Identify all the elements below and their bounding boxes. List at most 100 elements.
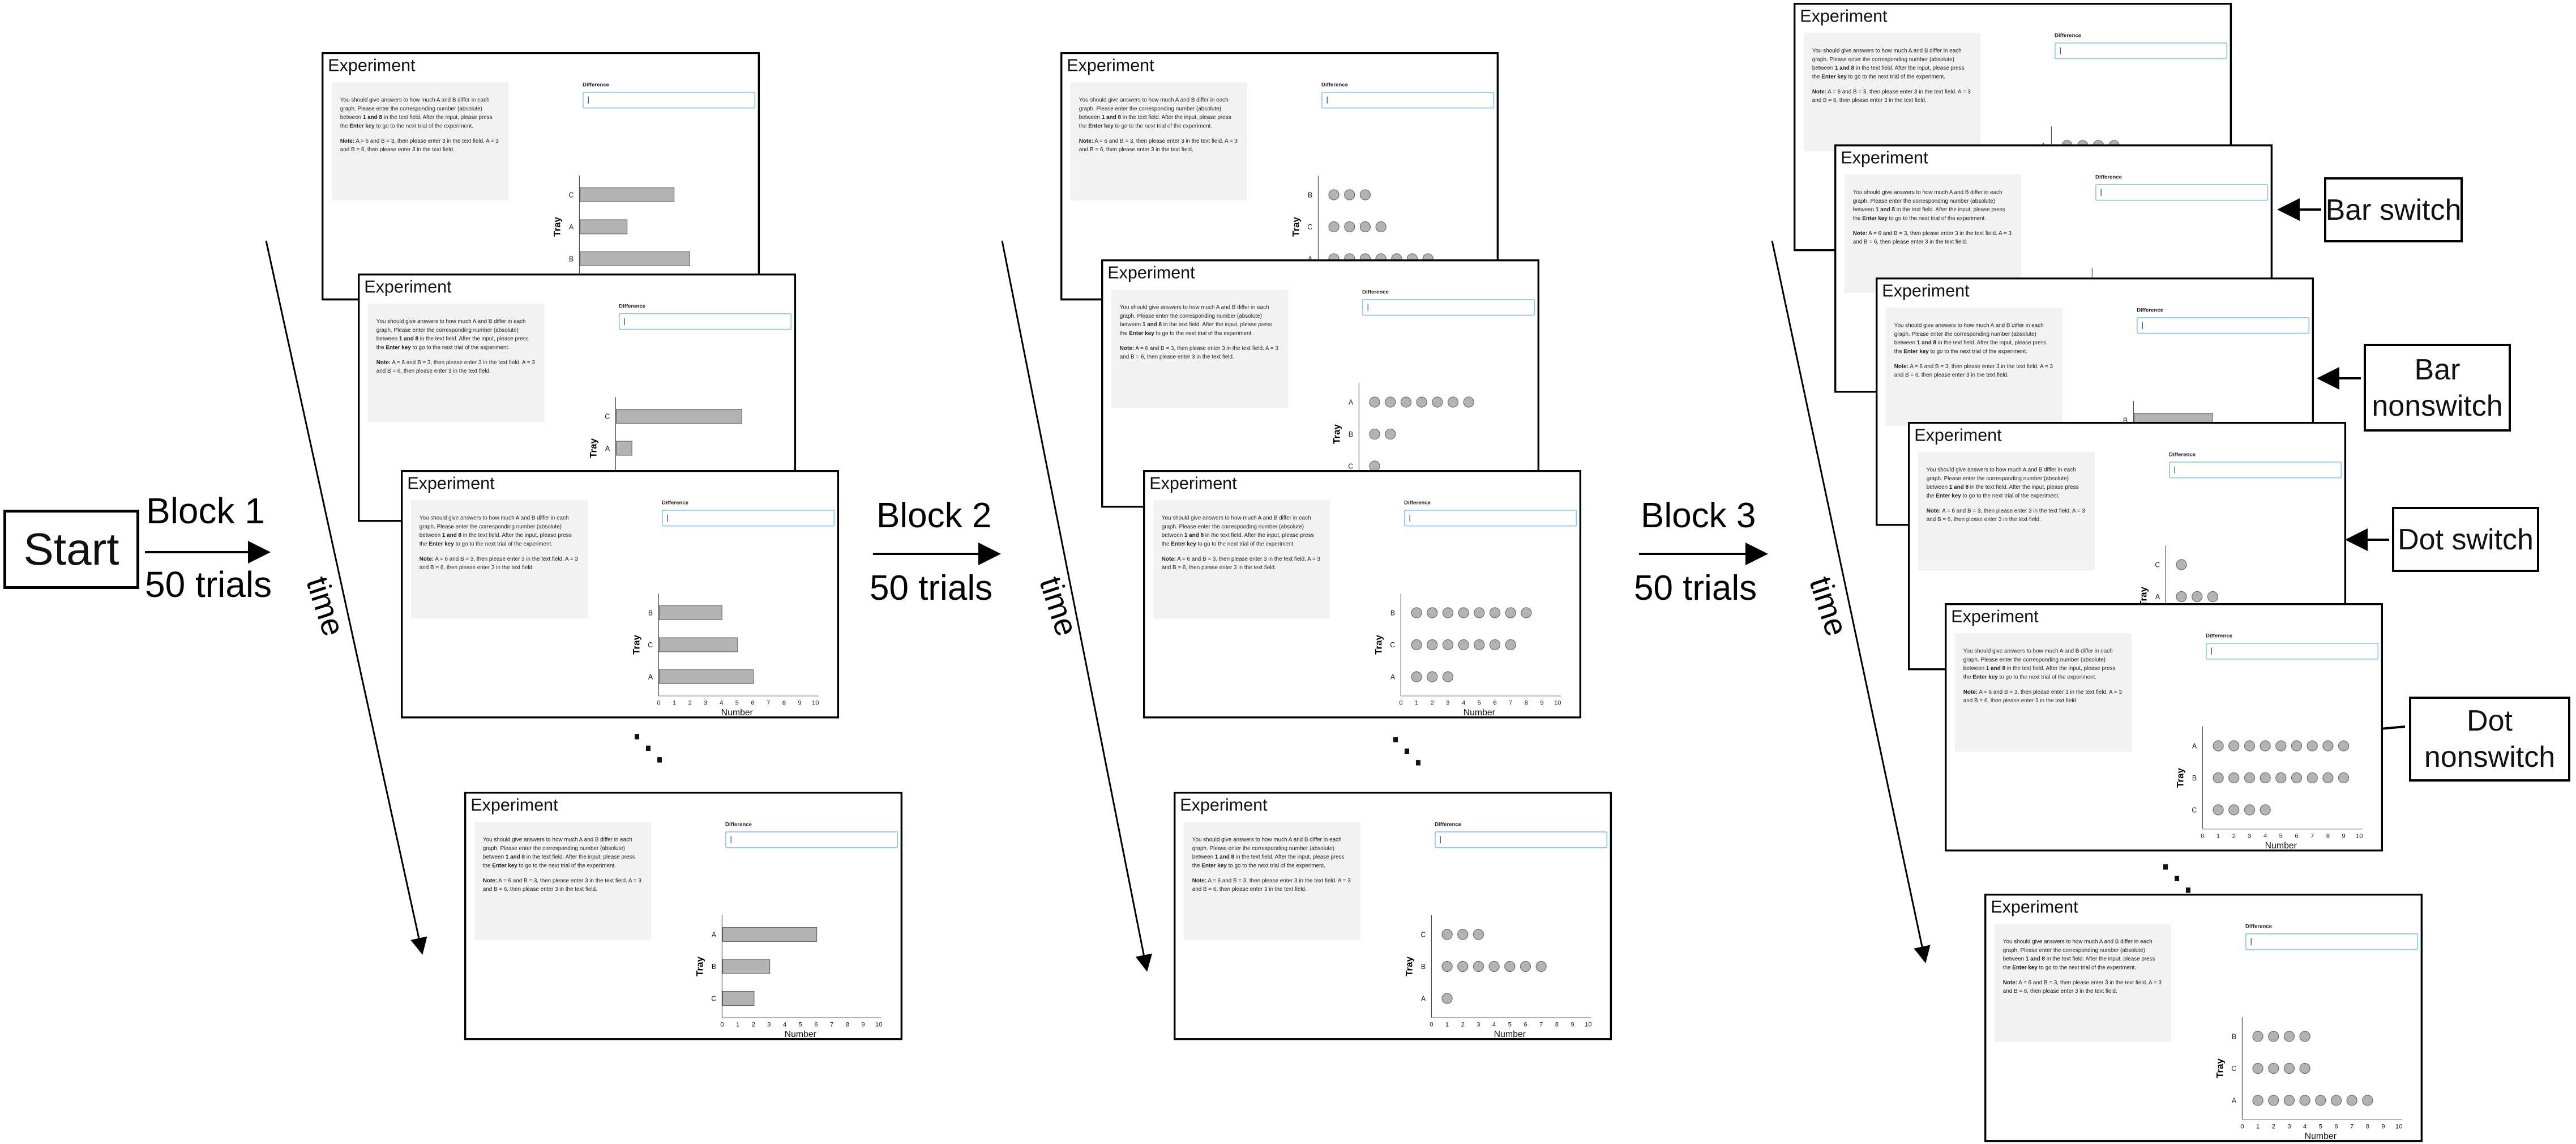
difference-label: Difference — [725, 821, 752, 827]
instruction-part-2: in the text field. After the input, plea… — [1161, 532, 1314, 547]
instruction-panel: You should give answers to how much A an… — [332, 82, 508, 201]
bar-mark — [579, 187, 675, 202]
difference-input[interactable] — [583, 92, 756, 109]
note-bold: Note: — [1192, 877, 1207, 884]
x-tick-label: 4 — [2303, 1124, 2307, 1130]
instruction-range: 1 and 8 — [399, 335, 418, 342]
x-tick-label: 5 — [2279, 833, 2283, 840]
dot-mark — [1488, 961, 1500, 972]
instruction-range: 1 and 8 — [1916, 339, 1936, 346]
difference-input[interactable] — [662, 510, 835, 527]
tray-label: A — [569, 223, 574, 231]
instruction-text: You should give answers to how much A an… — [340, 96, 500, 130]
difference-input[interactable] — [2095, 184, 2269, 201]
screen-title: Experiment — [1882, 281, 1970, 301]
difference-input[interactable] — [1321, 92, 1495, 109]
instruction-panel: You should give answers to how much A an… — [1918, 452, 2095, 571]
dot-mark — [1457, 929, 1469, 940]
tray-label: A — [1349, 399, 1354, 407]
x-tick-label: 8 — [2326, 833, 2330, 840]
dot-mark — [2244, 772, 2256, 784]
screen-title: Experiment — [1914, 425, 2002, 445]
dot-mark — [2176, 559, 2187, 570]
start-box: Start — [3, 510, 139, 589]
instruction-part-1: You should give answers to how much A an… — [1812, 47, 1962, 71]
instruction-panel: You should give answers to how much A an… — [411, 500, 588, 619]
dot-mark — [1328, 221, 1340, 233]
dot-mark — [2228, 772, 2240, 784]
note-body: A = 6 and B = 3, then please enter 3 in … — [1852, 229, 2012, 245]
dot-mark — [2268, 1031, 2279, 1042]
x-tick-label: 10 — [2395, 1124, 2403, 1130]
instruction-part-1: You should give answers to how much A an… — [419, 514, 569, 539]
dot-mark — [1385, 396, 1396, 408]
difference-input[interactable] — [2055, 42, 2228, 59]
y-axis-label: Tray — [1290, 216, 1301, 236]
instruction-panel: You should give answers to how much A an… — [474, 822, 651, 941]
difference-input[interactable] — [2137, 317, 2310, 334]
tray-label: C — [568, 191, 574, 199]
start-label: Start — [23, 524, 119, 574]
x-tick-label: 0 — [1430, 1022, 1433, 1028]
tray-label: B — [1308, 191, 1312, 199]
difference-input[interactable] — [1404, 510, 1577, 527]
tray-label: A — [712, 931, 717, 939]
x-tick-label: 6 — [2295, 833, 2298, 840]
instruction-enter-key: Enter key — [1129, 330, 1154, 336]
note-body: A = 6 and B = 3, then please enter 3 in … — [340, 137, 499, 153]
dot-mark — [2315, 1095, 2326, 1106]
screen-title: Experiment — [1841, 148, 1928, 168]
note-body: A = 6 and B = 3, then please enter 3 in … — [1812, 88, 1971, 104]
difference-input[interactable] — [619, 313, 792, 330]
instruction-enter-key: Enter key — [1862, 215, 1888, 221]
x-tick-label: 3 — [2287, 1124, 2291, 1130]
difference-input[interactable] — [2245, 933, 2419, 950]
x-tick-label: 7 — [767, 700, 770, 707]
dot-mark — [2291, 740, 2303, 752]
dot-mark — [1359, 189, 1371, 200]
dot-mark — [2176, 591, 2187, 603]
dot-mark — [2260, 740, 2271, 752]
note-text: Note: A = 6 and B = 3, then please enter… — [1812, 87, 1972, 105]
note-bold: Note: — [482, 877, 498, 884]
screen-title: Experiment — [1149, 473, 1237, 493]
dot-mark — [1411, 607, 1422, 618]
note-bold: Note: — [2002, 979, 2018, 986]
x-tick-label: 4 — [2263, 833, 2267, 840]
dot-mark — [2228, 740, 2240, 752]
tray-label: C — [2192, 806, 2197, 814]
dot-mark — [1442, 607, 1454, 618]
difference-input[interactable] — [2206, 643, 2379, 660]
difference-input[interactable] — [725, 831, 898, 848]
instruction-range: 1 and 8 — [1142, 321, 1162, 328]
note-bold: Note: — [1894, 362, 1909, 370]
instruction-range: 1 and 8 — [505, 853, 525, 860]
x-tick-label: 2 — [1431, 700, 1434, 707]
difference-label: Difference — [619, 302, 646, 309]
difference-input[interactable] — [1362, 299, 1535, 316]
instruction-part-3: to go to the next trial of the experimen… — [1228, 862, 1326, 869]
x-tick-label: 6 — [751, 700, 754, 707]
difference-input[interactable] — [2169, 462, 2342, 479]
bar-mark — [615, 441, 632, 456]
screen-title: Experiment — [407, 473, 495, 493]
instruction-enter-key: Enter key — [1821, 73, 1847, 80]
x-tick-label: 6 — [814, 1022, 818, 1028]
x-tick-label: 3 — [767, 1022, 771, 1028]
callout-bar-nonswitch: Bar nonswitch — [2364, 344, 2511, 432]
y-axis-label: Tray — [1331, 424, 1342, 443]
dot-mark — [2192, 591, 2203, 603]
instruction-panel: You should give answers to how much A an… — [368, 304, 545, 422]
instruction-text: You should give answers to how much A an… — [1963, 647, 2124, 681]
difference-input[interactable] — [1435, 831, 1608, 848]
dot-mark — [2307, 772, 2318, 784]
dot-mark — [1369, 428, 1380, 440]
bar-mark — [615, 408, 742, 424]
y-axis-label: Tray — [694, 956, 705, 976]
dot-mark — [2252, 1031, 2263, 1042]
tray-label: C — [2155, 561, 2160, 569]
